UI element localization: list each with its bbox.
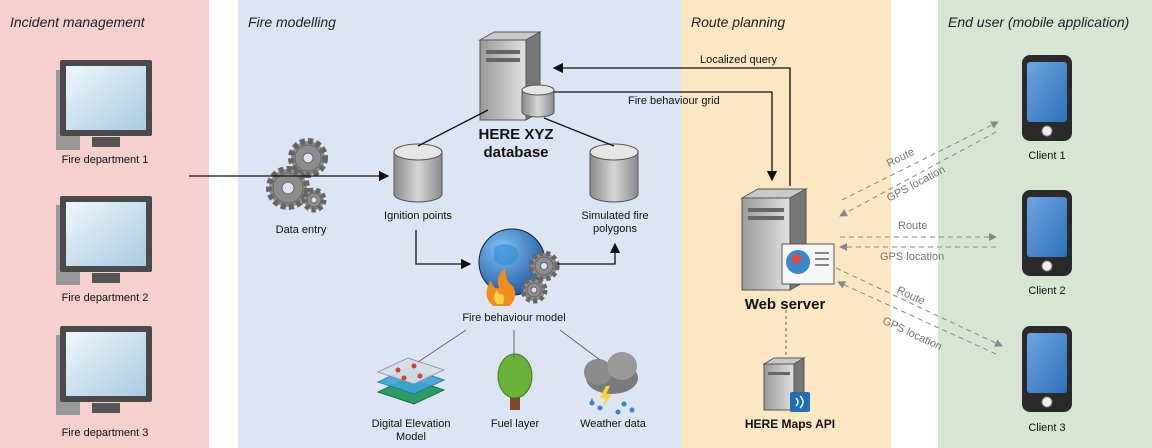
computer-icon bbox=[56, 60, 152, 150]
localized-query-label: Localized query bbox=[700, 54, 778, 66]
client-3-label: Client 3 bbox=[1028, 422, 1066, 434]
map-layers-icon bbox=[376, 357, 446, 405]
edge-route-client1 bbox=[841, 121, 999, 201]
database-cylinder-icon bbox=[521, 84, 555, 118]
fire-behaviour-grid-label: Fire behaviour grid bbox=[628, 95, 720, 107]
here-maps-api-label: HERE Maps API bbox=[744, 417, 836, 431]
lane-title: End user (mobile application) bbox=[948, 14, 1130, 30]
edge-model-to-simulated bbox=[558, 242, 621, 265]
weather-cloud-icon bbox=[584, 352, 638, 415]
simulated-label-line1: Simulated fire bbox=[581, 210, 649, 222]
tree-icon bbox=[497, 353, 533, 410]
dem-label-line2: Model bbox=[396, 431, 426, 443]
phone-icon bbox=[1022, 190, 1072, 276]
edge-localized-query bbox=[552, 62, 791, 186]
computer-icon bbox=[56, 326, 152, 415]
data-entry-label: Data entry bbox=[275, 224, 327, 236]
dem-label: Digital Elevation Model bbox=[356, 418, 466, 444]
server-icon bbox=[762, 357, 810, 412]
here-xyz-database-label: HERE XYZ database bbox=[456, 126, 576, 162]
gears-icon bbox=[266, 138, 328, 213]
edge-fire-grid bbox=[554, 91, 778, 182]
lane-title: Incident management bbox=[10, 14, 145, 30]
fire-department-3-label: Fire department 3 bbox=[61, 427, 149, 439]
lane-title: Route planning bbox=[691, 14, 786, 30]
fire-behaviour-model-label: Fire behaviour model bbox=[462, 312, 566, 324]
web-server-icon bbox=[740, 188, 835, 291]
edge-ignition-xyz bbox=[417, 109, 489, 147]
phone-icon bbox=[1022, 326, 1072, 412]
computer-icon bbox=[56, 196, 152, 285]
gps-label-client2: GPS location bbox=[880, 251, 945, 263]
edge-weather-model bbox=[559, 329, 601, 361]
client-1-label: Client 1 bbox=[1028, 150, 1066, 162]
edge-dem-model bbox=[417, 329, 467, 363]
edge-ignition-to-model bbox=[415, 230, 472, 270]
simulated-label-line2: polygons bbox=[592, 223, 638, 235]
web-server-label: Web server bbox=[744, 296, 826, 313]
database-cylinder-icon bbox=[393, 143, 443, 203]
lane-title: Fire modelling bbox=[248, 14, 336, 30]
weather-data-label: Weather data bbox=[580, 418, 646, 430]
fuel-layer-label: Fuel layer bbox=[490, 418, 540, 430]
edge-route-client3 bbox=[835, 267, 1003, 347]
edge-gps-client1 bbox=[839, 131, 997, 217]
phone-icon bbox=[1022, 55, 1072, 141]
flame-icon bbox=[486, 268, 516, 306]
simulated-fire-polygons-label: Simulated fire polygons bbox=[560, 210, 670, 236]
fire-department-2-label: Fire department 2 bbox=[61, 292, 149, 304]
ignition-points-label: Ignition points bbox=[384, 210, 452, 222]
gears-icon bbox=[520, 250, 560, 304]
xyz-label-line1: HERE XYZ bbox=[478, 126, 554, 143]
database-cylinder-icon bbox=[589, 143, 639, 203]
fire-department-1-label: Fire department 1 bbox=[61, 154, 149, 166]
xyz-label-line2: database bbox=[483, 144, 549, 161]
route-label-client2: Route bbox=[898, 220, 928, 232]
client-2-label: Client 2 bbox=[1028, 285, 1066, 297]
dem-label-line1: Digital Elevation bbox=[371, 418, 451, 430]
edge-gps-client3 bbox=[837, 281, 997, 355]
edge-simulated-xyz bbox=[543, 117, 615, 147]
